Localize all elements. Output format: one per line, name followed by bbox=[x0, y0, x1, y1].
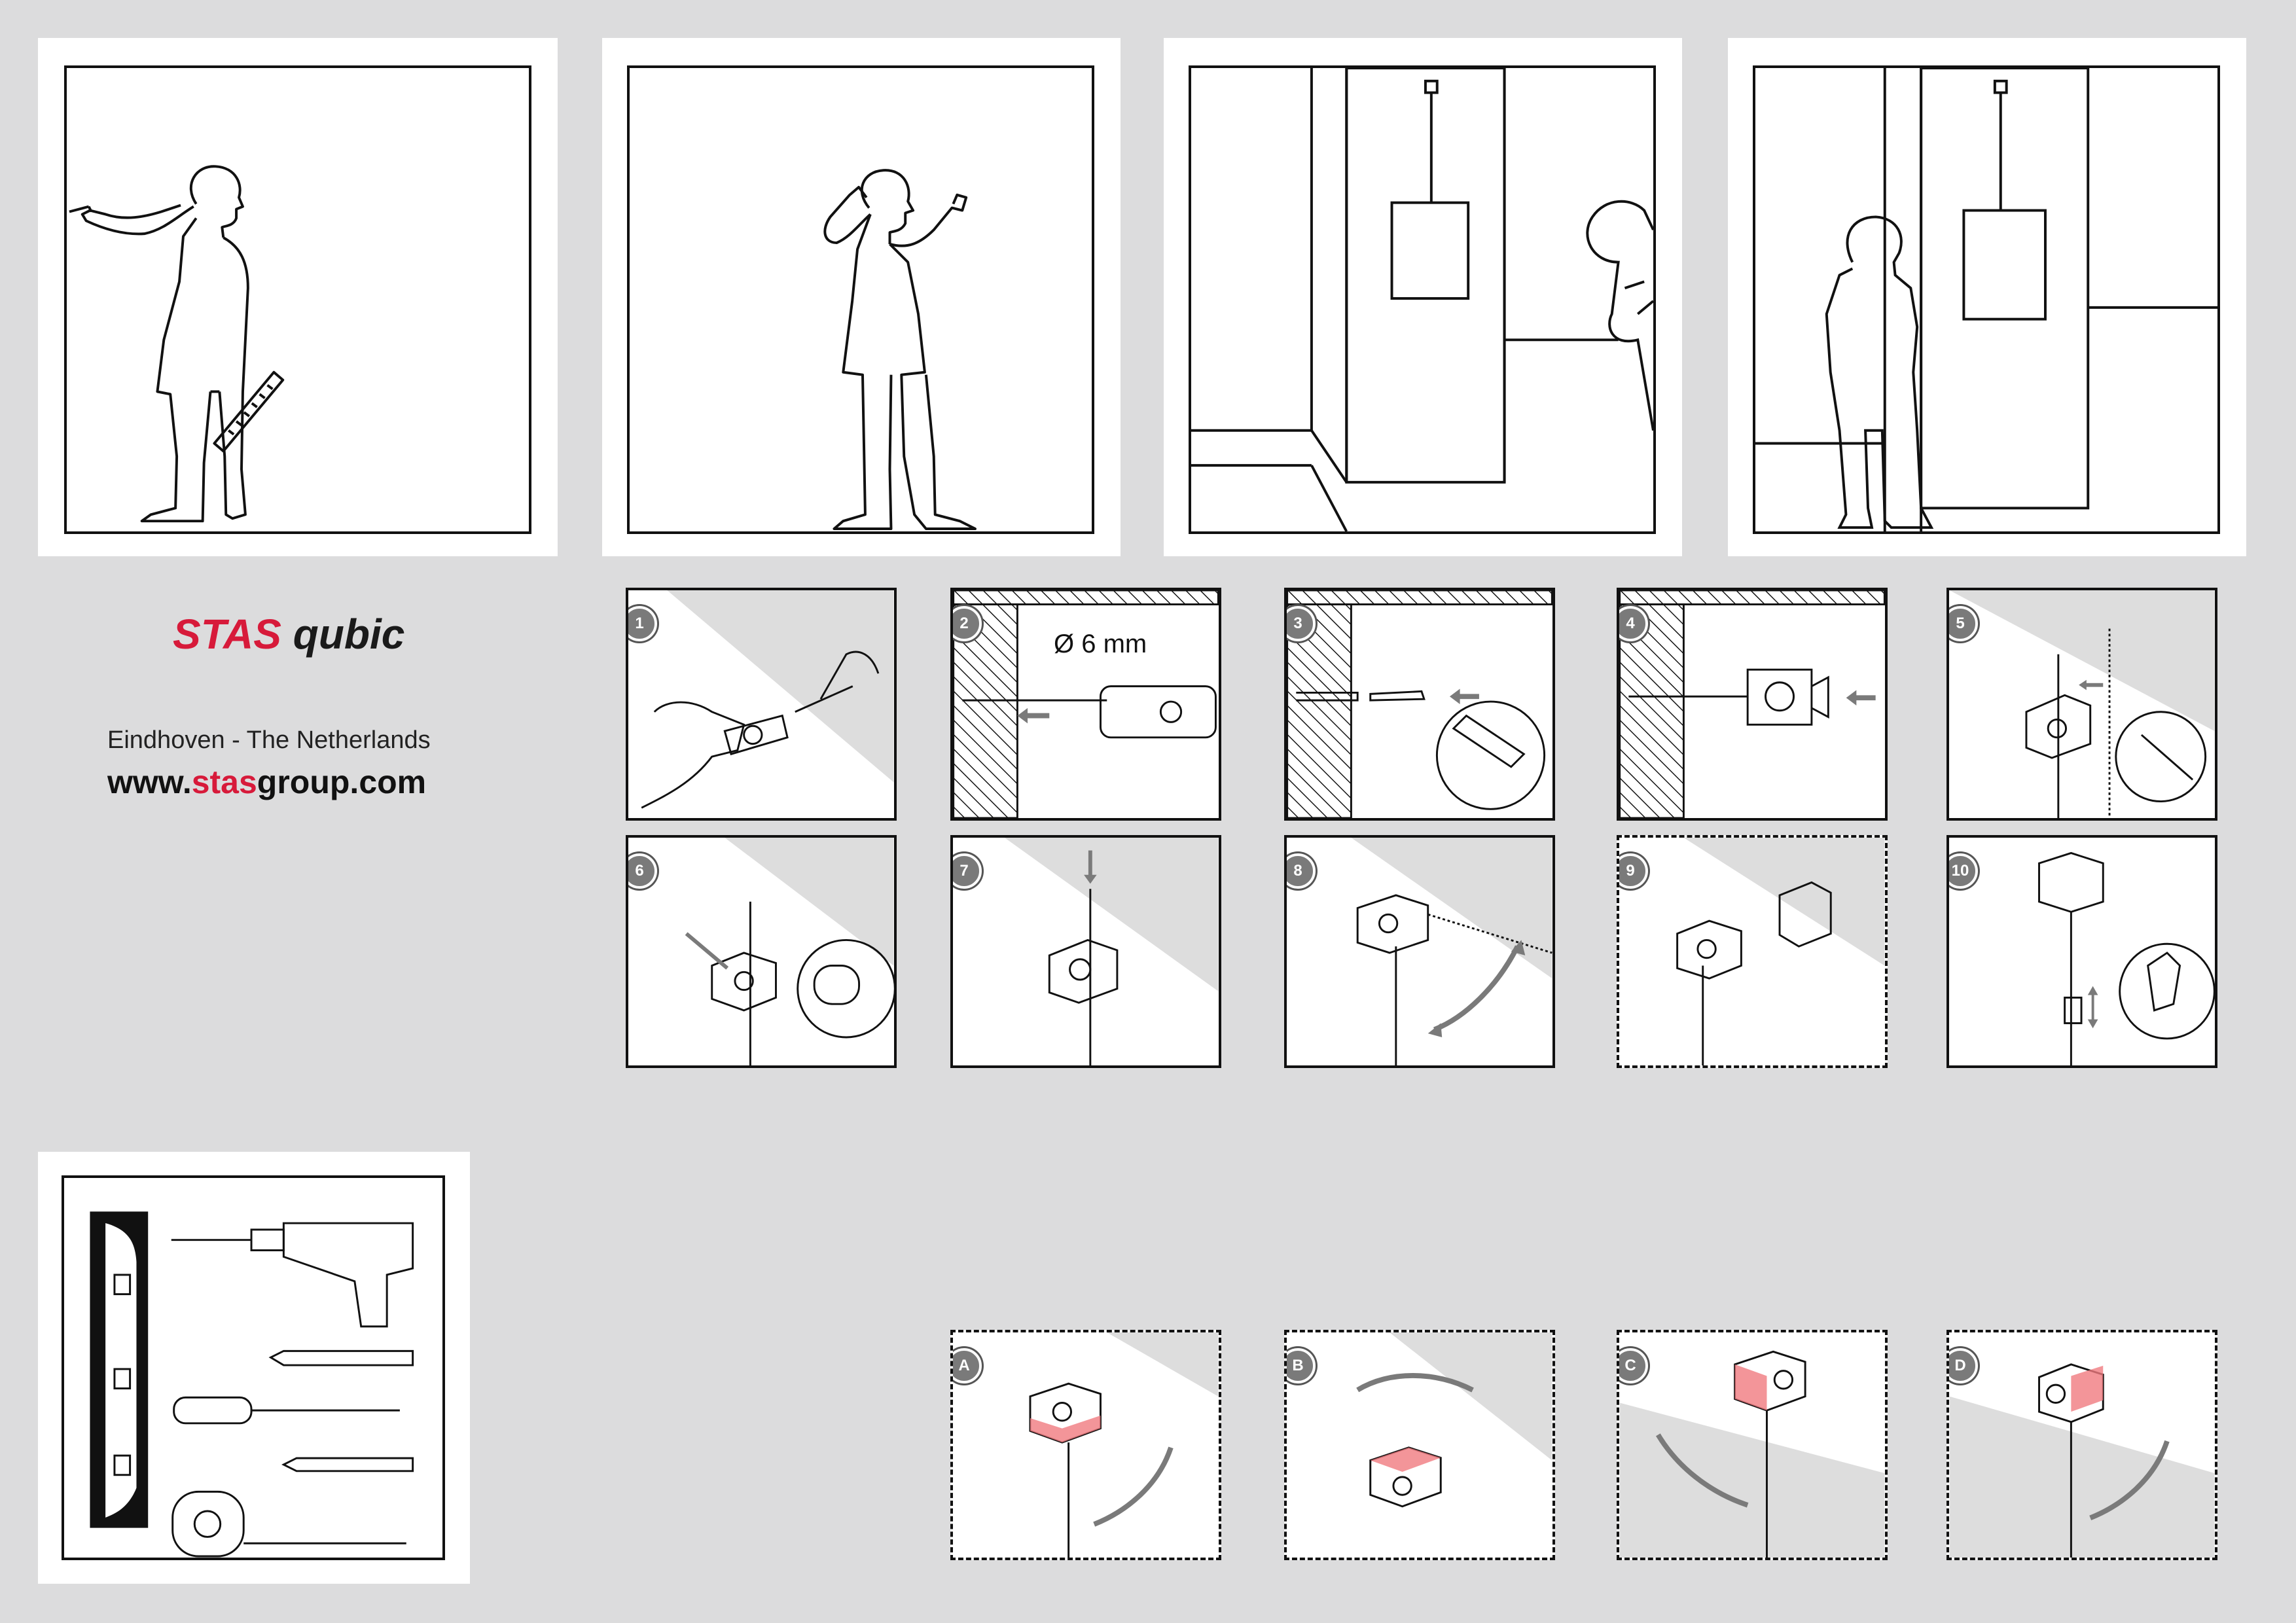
step-2-panel: Ø 6 mm 2 bbox=[950, 588, 1221, 821]
drill-diameter-label: Ø 6 mm bbox=[1054, 630, 1147, 658]
variant-d-badge: D bbox=[1949, 1348, 1978, 1383]
scene-frame-4 bbox=[1753, 65, 2220, 534]
scene-panel-2 bbox=[602, 38, 1121, 556]
website-link[interactable]: www.stasgroup.com bbox=[107, 763, 426, 801]
rotate-cube-illustration bbox=[1351, 838, 1552, 1065]
variant-b-badge: B bbox=[1287, 1348, 1316, 1383]
variant-c-badge: C bbox=[1619, 1348, 1648, 1383]
variant-a-badge: A bbox=[953, 1348, 982, 1383]
variant-c-illustration bbox=[1619, 1350, 1885, 1558]
tape-measure-icon bbox=[171, 1490, 406, 1558]
step-9-badge: 9 bbox=[1619, 853, 1648, 889]
step-8-panel: 8 bbox=[1284, 835, 1555, 1068]
drill-hole-illustration bbox=[953, 590, 1219, 818]
variant-c-panel: C bbox=[1617, 1330, 1888, 1560]
mount-cube-screw-illustration bbox=[1619, 590, 1885, 818]
scene-frame-1 bbox=[64, 65, 531, 534]
step-8-badge: 8 bbox=[1287, 853, 1316, 889]
step-2-badge: 2 bbox=[953, 606, 982, 641]
step-5-badge: 5 bbox=[1949, 606, 1978, 641]
insert-cable-clip-illustration bbox=[685, 838, 894, 1065]
step-3-badge: 3 bbox=[1287, 606, 1316, 641]
required-tools-illustration bbox=[90, 1211, 414, 1558]
scene-frame-2 bbox=[627, 65, 1094, 534]
insert-plug-illustration bbox=[1287, 590, 1552, 818]
gallery-wall-hanging-illustration bbox=[1191, 68, 1653, 531]
adjust-hook-illustration bbox=[2038, 851, 2215, 1065]
marker-icon bbox=[268, 1349, 414, 1366]
scene-frame-3 bbox=[1189, 65, 1656, 534]
brand-logo: STAS qubic bbox=[173, 610, 404, 658]
variant-a-panel: A bbox=[950, 1330, 1221, 1560]
website-highlight: stas bbox=[191, 764, 257, 800]
lower-cable-illustration bbox=[1004, 838, 1219, 1065]
step-10-panel: 10 bbox=[1946, 835, 2217, 1068]
step-1-panel: 1 bbox=[626, 588, 897, 821]
website-suffix: group.com bbox=[257, 764, 427, 800]
step-4-panel: 4 bbox=[1617, 588, 1888, 821]
person-viewing-artwork-illustration bbox=[1755, 68, 2217, 531]
scene-panel-4 bbox=[1728, 38, 2246, 556]
step-6-panel: 6 bbox=[626, 835, 897, 1068]
tools-frame bbox=[62, 1175, 445, 1560]
person-calling-illustration bbox=[823, 169, 977, 531]
scene-panel-3 bbox=[1164, 38, 1682, 556]
brand-name-part2: qubic bbox=[293, 611, 405, 658]
attach-cover-illustration bbox=[1676, 838, 1885, 1065]
step-3-panel: 3 bbox=[1284, 588, 1555, 821]
step-7-badge: 7 bbox=[953, 853, 982, 889]
drill-icon bbox=[171, 1222, 414, 1328]
mark-hole-illustration bbox=[641, 590, 894, 809]
step-1-badge: 1 bbox=[628, 606, 657, 641]
website-prefix: www. bbox=[107, 764, 192, 800]
step-9-panel: 9 bbox=[1617, 835, 1888, 1068]
person-marking-wall-illustration bbox=[69, 165, 285, 523]
step-5-panel: 5 bbox=[1946, 588, 2217, 821]
tools-panel bbox=[38, 1152, 470, 1584]
step-4-badge: 4 bbox=[1619, 606, 1648, 641]
company-address: Eindhoven - The Netherlands bbox=[107, 726, 431, 754]
variant-b-illustration bbox=[1356, 1332, 1552, 1508]
variant-d-illustration bbox=[1949, 1363, 2215, 1558]
variant-a-illustration bbox=[1029, 1332, 1219, 1558]
variant-b-panel: B bbox=[1284, 1330, 1555, 1560]
screwdriver-icon bbox=[173, 1396, 400, 1425]
brand-name-part1: STAS bbox=[173, 611, 281, 658]
step-7-panel: 7 bbox=[950, 835, 1221, 1068]
spirit-level-icon bbox=[90, 1211, 149, 1528]
scene-panel-1 bbox=[38, 38, 558, 556]
variant-d-panel: D bbox=[1946, 1330, 2217, 1560]
step-10-badge: 10 bbox=[1949, 853, 1978, 889]
pencil-icon bbox=[281, 1457, 414, 1472]
step-6-badge: 6 bbox=[628, 853, 657, 889]
attach-cable-illustration bbox=[1949, 590, 2215, 818]
